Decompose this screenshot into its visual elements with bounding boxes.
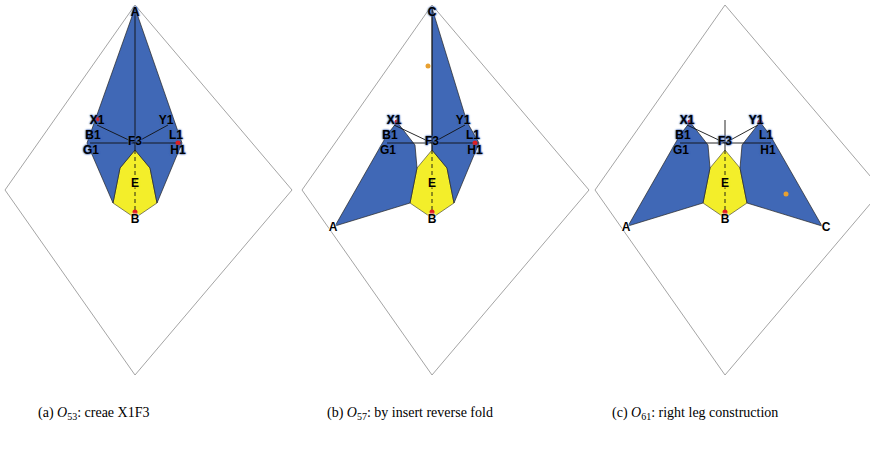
point-label: G1 <box>83 144 99 156</box>
point-label: B1 <box>675 129 690 141</box>
point-label: X1 <box>387 114 402 126</box>
point-label: L1 <box>759 129 773 141</box>
point-label: B1 <box>85 129 100 141</box>
point-label: H1 <box>467 144 482 156</box>
point-label: E <box>721 177 729 189</box>
point-label: G1 <box>673 144 689 156</box>
point-label: B <box>428 213 437 225</box>
point-label: F3 <box>718 135 732 147</box>
crease-line <box>387 8 478 150</box>
sub-caption: (a) O53: creae X1F3 <box>38 404 216 421</box>
blue-face <box>87 8 182 203</box>
point-label: L1 <box>169 129 183 141</box>
blue-face <box>628 122 710 226</box>
point-label: F3 <box>128 135 142 147</box>
point-label: L1 <box>466 129 480 141</box>
sub-caption: (c) O61: right leg construction <box>612 404 790 421</box>
point-label: X1 <box>90 114 105 126</box>
point-label: B1 <box>382 129 397 141</box>
blue-face <box>335 122 417 226</box>
point-label: A <box>622 221 631 233</box>
point-label: A <box>329 221 338 233</box>
point-label: Y1 <box>456 114 471 126</box>
blue-face <box>432 8 479 203</box>
point-label: B <box>131 213 140 225</box>
fold-panel <box>595 5 870 375</box>
point-label: C <box>428 6 437 18</box>
paper-square <box>595 5 870 375</box>
fold-panel <box>5 5 292 375</box>
fold-panel <box>302 5 589 375</box>
point-marker <box>784 192 789 197</box>
point-label: Y1 <box>749 114 764 126</box>
point-label: H1 <box>170 144 185 156</box>
point-label: A <box>131 6 140 18</box>
paper-square <box>5 5 292 375</box>
point-label: B <box>721 213 730 225</box>
point-label: X1 <box>680 114 695 126</box>
point-label: E <box>428 177 436 189</box>
point-label: C <box>822 221 831 233</box>
point-label: E <box>131 177 139 189</box>
blue-face <box>740 122 822 226</box>
sub-caption: (b) O57: by insert reverse fold <box>327 404 505 421</box>
point-label: Y1 <box>159 114 174 126</box>
point-label: F3 <box>425 135 439 147</box>
point-label: G1 <box>380 144 396 156</box>
crease-line <box>90 8 181 150</box>
point-label: H1 <box>760 144 775 156</box>
point-marker <box>426 64 431 69</box>
paper-square <box>302 5 589 375</box>
